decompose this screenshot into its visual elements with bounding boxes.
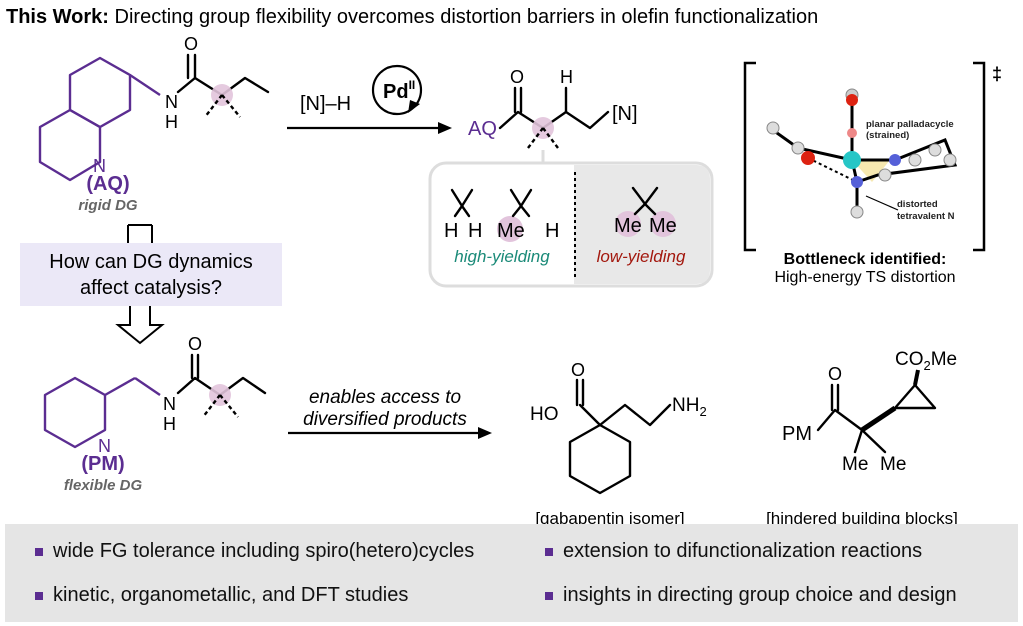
pm-substrate: N N H O (PM) flexible DG (43, 334, 267, 494)
svg-text:Me: Me (649, 215, 677, 237)
question-line-2: affect catalysis? (80, 277, 222, 299)
bottleneck-title: Bottleneck identified: (784, 251, 947, 268)
hindered-building-block: PM O Me Me CO2Me [hindered building bloc… (766, 349, 958, 528)
high-yielding-label: high-yielding (454, 247, 550, 266)
svg-text:[N]: [N] (612, 103, 638, 125)
gabapentin-label: [gabapentin isomer] (535, 509, 684, 528)
svg-text:O: O (571, 360, 585, 380)
svg-text:NH2: NH2 (672, 395, 707, 419)
bullet-item: extension to difunctionalization reactio… (545, 540, 922, 563)
summary-banner (5, 524, 1018, 622)
bullet-square-icon (545, 547, 553, 556)
hollow-arrow-down (115, 306, 165, 345)
bullet-square-icon (545, 591, 553, 600)
transition-state-model: ‡ planar palladacycle (strained) distort… (743, 61, 1002, 286)
svg-text:HO: HO (530, 404, 559, 425)
bottleneck-subtitle: High-energy TS distortion (774, 269, 955, 286)
svg-text:PdII: PdII (383, 78, 415, 103)
svg-text:AQ: AQ (468, 118, 497, 140)
title: This Work: Directing group flexibility o… (6, 6, 818, 28)
substitution-box: H H Me H Me Me high-yielding low-yieldin… (428, 150, 714, 288)
svg-text:PM: PM (782, 423, 812, 445)
svg-text:H: H (163, 414, 176, 434)
bullet-text: extension to difunctionalization reactio… (563, 540, 923, 562)
flexible-dg-caption: flexible DG (64, 477, 143, 494)
atom-nh: N (165, 92, 178, 112)
svg-text:Me: Me (497, 220, 525, 242)
gabapentin-isomer: O HO NH2 [gabapentin isomer] (530, 360, 707, 528)
svg-text:O: O (828, 364, 842, 384)
svg-text:(strained): (strained) (866, 130, 909, 141)
svg-text:Me: Me (614, 215, 642, 237)
svg-text:N: N (98, 436, 111, 456)
arrow-text-1: enables access to (309, 387, 461, 408)
bullet-item: insights in directing group choice and d… (545, 584, 957, 607)
svg-text:CO2Me: CO2Me (895, 349, 957, 373)
svg-text:H: H (560, 67, 573, 87)
aq-label: (AQ) (86, 173, 129, 195)
question-line-1: How can DG dynamics (49, 251, 252, 273)
rigid-dg-caption: rigid DG (78, 197, 137, 214)
bullet-text: wide FG tolerance including spiro(hetero… (53, 540, 475, 562)
bullet-text: kinetic, organometallic, and DFT studies (53, 584, 409, 606)
svg-text:tetravalent N: tetravalent N (897, 211, 955, 222)
atom-n: N (93, 156, 106, 176)
low-yielding-label: low-yielding (597, 247, 686, 266)
question-box (20, 243, 282, 306)
svg-text:Me: Me (880, 454, 906, 475)
svg-text:H: H (468, 220, 482, 242)
arrow-text-2: diversified products (303, 409, 467, 430)
bullet-item: wide FG tolerance including spiro(hetero… (35, 540, 474, 563)
aq-substrate: N N H O (AQ) rigid DG (38, 34, 270, 214)
pd-catalyst-cycle: PdII (371, 64, 423, 116)
svg-text:‡: ‡ (992, 64, 1002, 84)
aq-product: AQ O H [N] (468, 67, 638, 149)
svg-text:H: H (545, 220, 559, 242)
bullet-text: insights in directing group choice and d… (563, 584, 957, 606)
bullet-square-icon (35, 591, 43, 600)
svg-text:O: O (510, 67, 524, 87)
building-blocks-label: [hindered building blocks] (766, 509, 958, 528)
svg-text:distorted: distorted (897, 199, 938, 210)
atom-h: H (165, 112, 178, 132)
svg-text:O: O (188, 334, 202, 354)
bullet-item: kinetic, organometallic, and DFT studies (35, 584, 408, 607)
reagent-nh: [N]–H (300, 93, 351, 115)
bullet-square-icon (35, 547, 43, 556)
svg-text:H: H (444, 220, 458, 242)
svg-text:N: N (163, 394, 176, 414)
svg-text:planar palladacycle: planar palladacycle (866, 119, 954, 130)
pm-label: (PM) (81, 453, 124, 475)
svg-text:Me: Me (842, 454, 868, 475)
atom-o: O (184, 34, 198, 54)
